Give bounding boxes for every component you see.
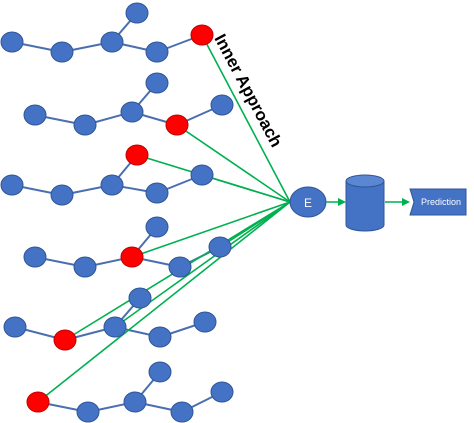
graph-node [193, 311, 217, 333]
graph-node [0, 31, 24, 53]
graph-node [208, 236, 232, 258]
encoder-label: E [304, 196, 312, 210]
database-cylinder-icon [345, 174, 385, 232]
graph-node [100, 31, 124, 53]
encoder-node: E [289, 186, 327, 218]
selected-node [120, 246, 144, 268]
encoder-link [176, 124, 291, 203]
graph-node [3, 316, 27, 338]
graph-node [210, 381, 234, 403]
graph-node [73, 114, 97, 136]
encoder-link [201, 174, 291, 203]
graph-node [73, 256, 97, 278]
prediction-box: Prediction [409, 188, 467, 216]
encoder-link [131, 201, 291, 258]
graph-node [23, 104, 47, 126]
graph-edges [11, 12, 223, 413]
tag-shape-icon [409, 188, 467, 216]
graph-node [145, 182, 169, 204]
graph-node [148, 361, 172, 383]
encoder-link [201, 34, 291, 203]
graph-node [23, 246, 47, 268]
graph-node [120, 101, 144, 123]
graph-node [123, 391, 147, 413]
selected-node [53, 329, 77, 351]
graph-node [210, 94, 234, 116]
graph-node [128, 287, 152, 309]
graph-node [145, 216, 169, 238]
graph-node [145, 72, 169, 94]
selected-node [190, 24, 214, 46]
encoder-links [37, 34, 291, 403]
selected-node [26, 391, 50, 413]
graph-node [100, 174, 124, 196]
graph-node [0, 174, 24, 196]
inner-approach-label: Inner Approach [210, 31, 285, 150]
graph-node [50, 41, 74, 63]
graph-node [145, 41, 169, 63]
selected-node [125, 144, 149, 166]
graph-node [103, 316, 127, 338]
graph-node [168, 256, 192, 278]
graph-node [170, 401, 194, 423]
prediction-label: Prediction [421, 197, 461, 207]
selected-node [165, 114, 189, 136]
graph-node [76, 401, 100, 423]
graph-node [50, 184, 74, 206]
encoder-link [37, 201, 291, 403]
graph-node [190, 164, 214, 186]
graph-node [148, 326, 172, 348]
graph-nodes [0, 2, 234, 423]
graph-node [125, 2, 149, 24]
